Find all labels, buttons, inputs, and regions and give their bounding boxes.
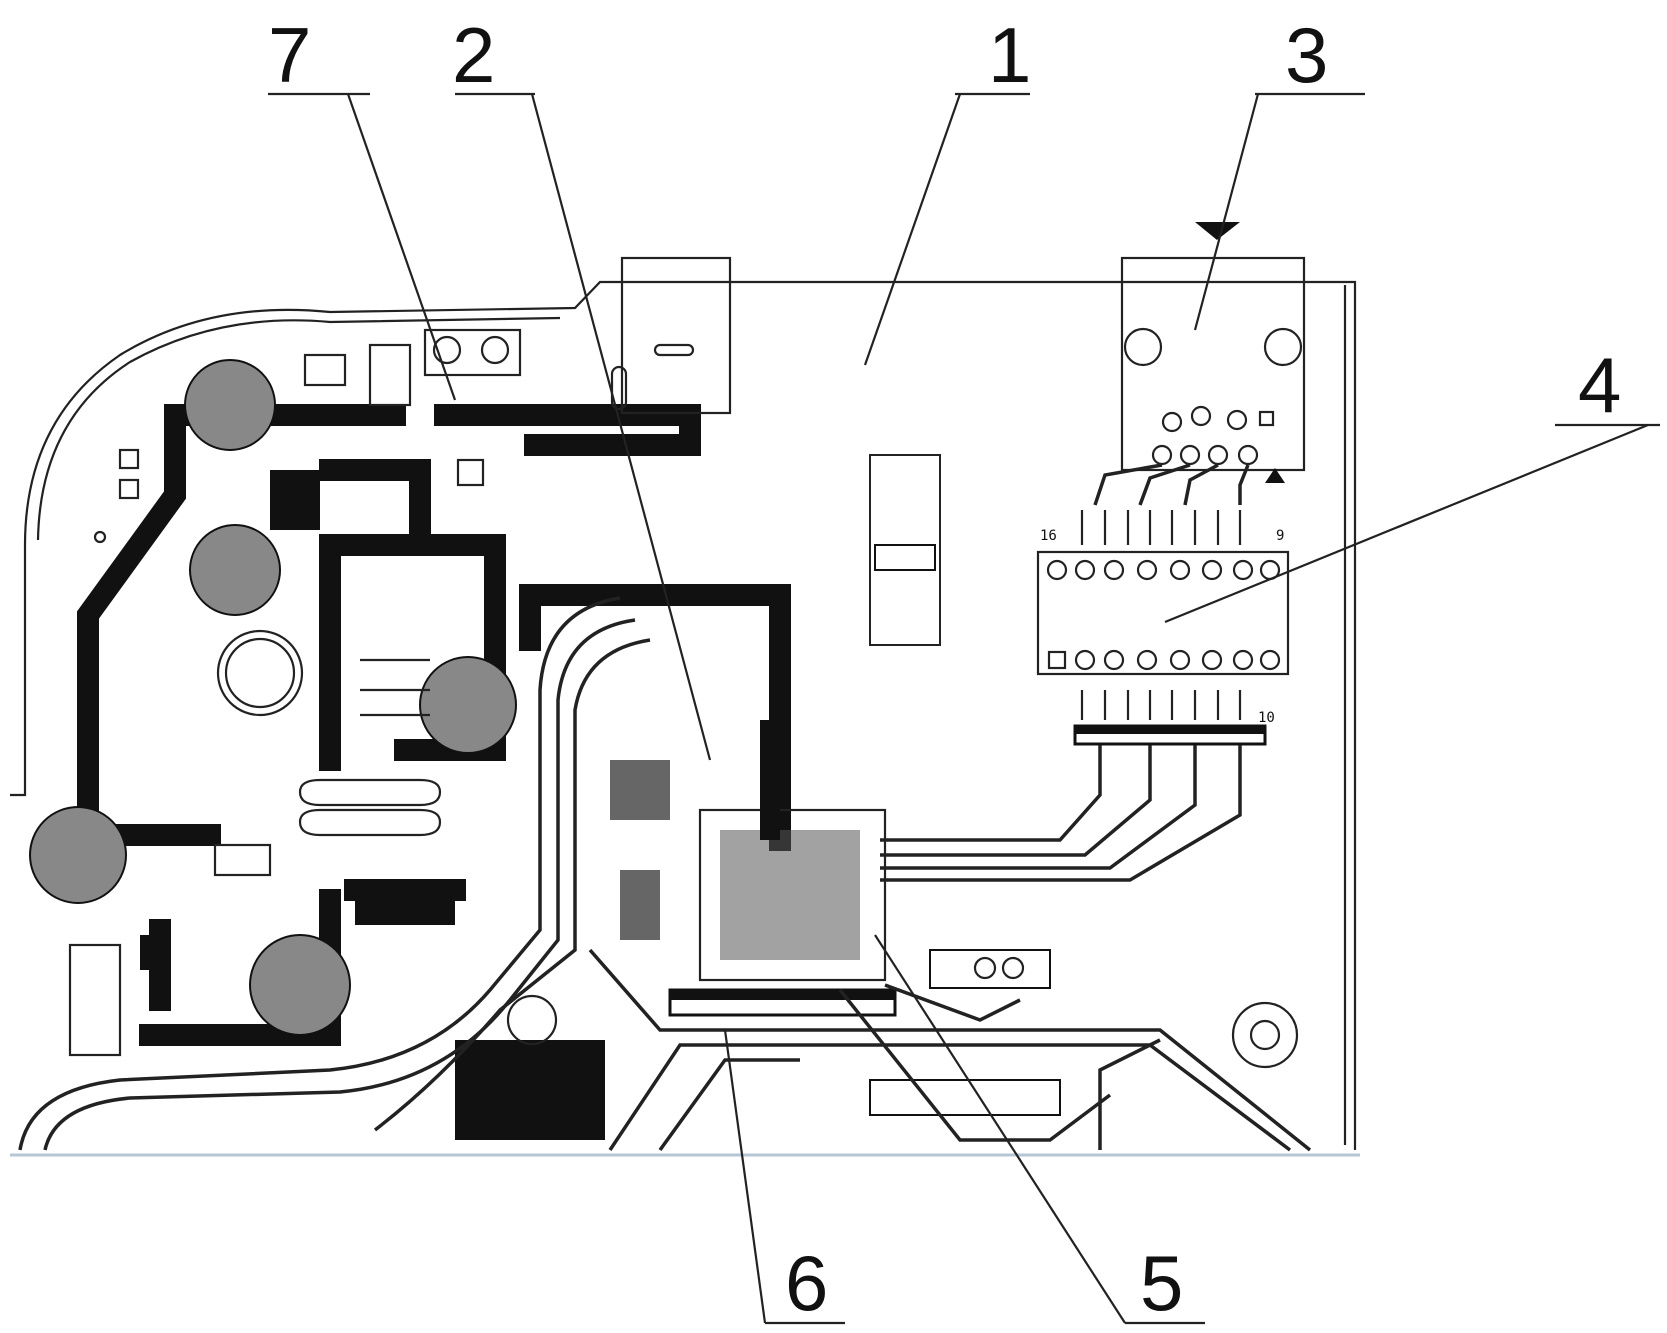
pin-label-9: 9 <box>1276 528 1284 544</box>
callout-2: 2 <box>452 11 495 99</box>
signal-tracks <box>20 598 1310 1150</box>
callout-7: 7 <box>268 11 311 99</box>
connector-4-top-pins <box>1048 561 1279 579</box>
callout-5: 5 <box>1140 1239 1183 1327</box>
callout-1: 1 <box>988 11 1031 99</box>
electrolytic-capacitors <box>30 360 516 1035</box>
callout-4: 4 <box>1578 341 1621 429</box>
connector-4-body: 16 9 10 <box>1038 510 1288 744</box>
pin-label-16: 16 <box>1040 528 1057 544</box>
connector-4-to-ic-traces <box>880 745 1240 880</box>
connector-4-bottom-pins <box>1049 651 1279 669</box>
main-ic-region <box>508 455 1297 1115</box>
callout-6: 6 <box>785 1239 828 1327</box>
pin-label-10: 10 <box>1258 710 1275 726</box>
callout-3: 3 <box>1285 11 1328 99</box>
